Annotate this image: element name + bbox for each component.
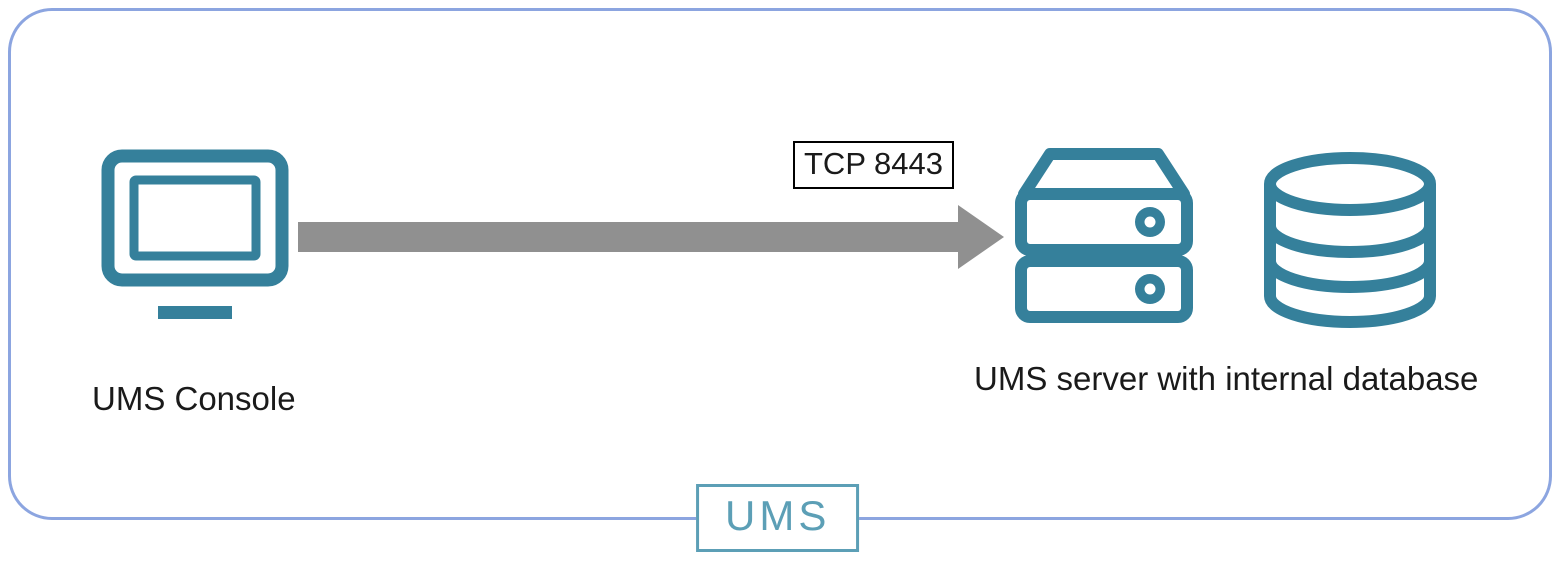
connection-port-label: TCP 8443	[793, 141, 955, 189]
connection-arrow-head	[958, 205, 1004, 269]
connection-arrow-body	[298, 222, 960, 252]
database-icon	[1255, 148, 1445, 334]
server-icon	[1008, 142, 1200, 334]
server-label: UMS server with internal database	[974, 360, 1479, 397]
monitor-icon	[100, 148, 290, 333]
ums-logo-badge: UMS	[696, 484, 860, 553]
console-label: UMS Console	[92, 380, 296, 417]
